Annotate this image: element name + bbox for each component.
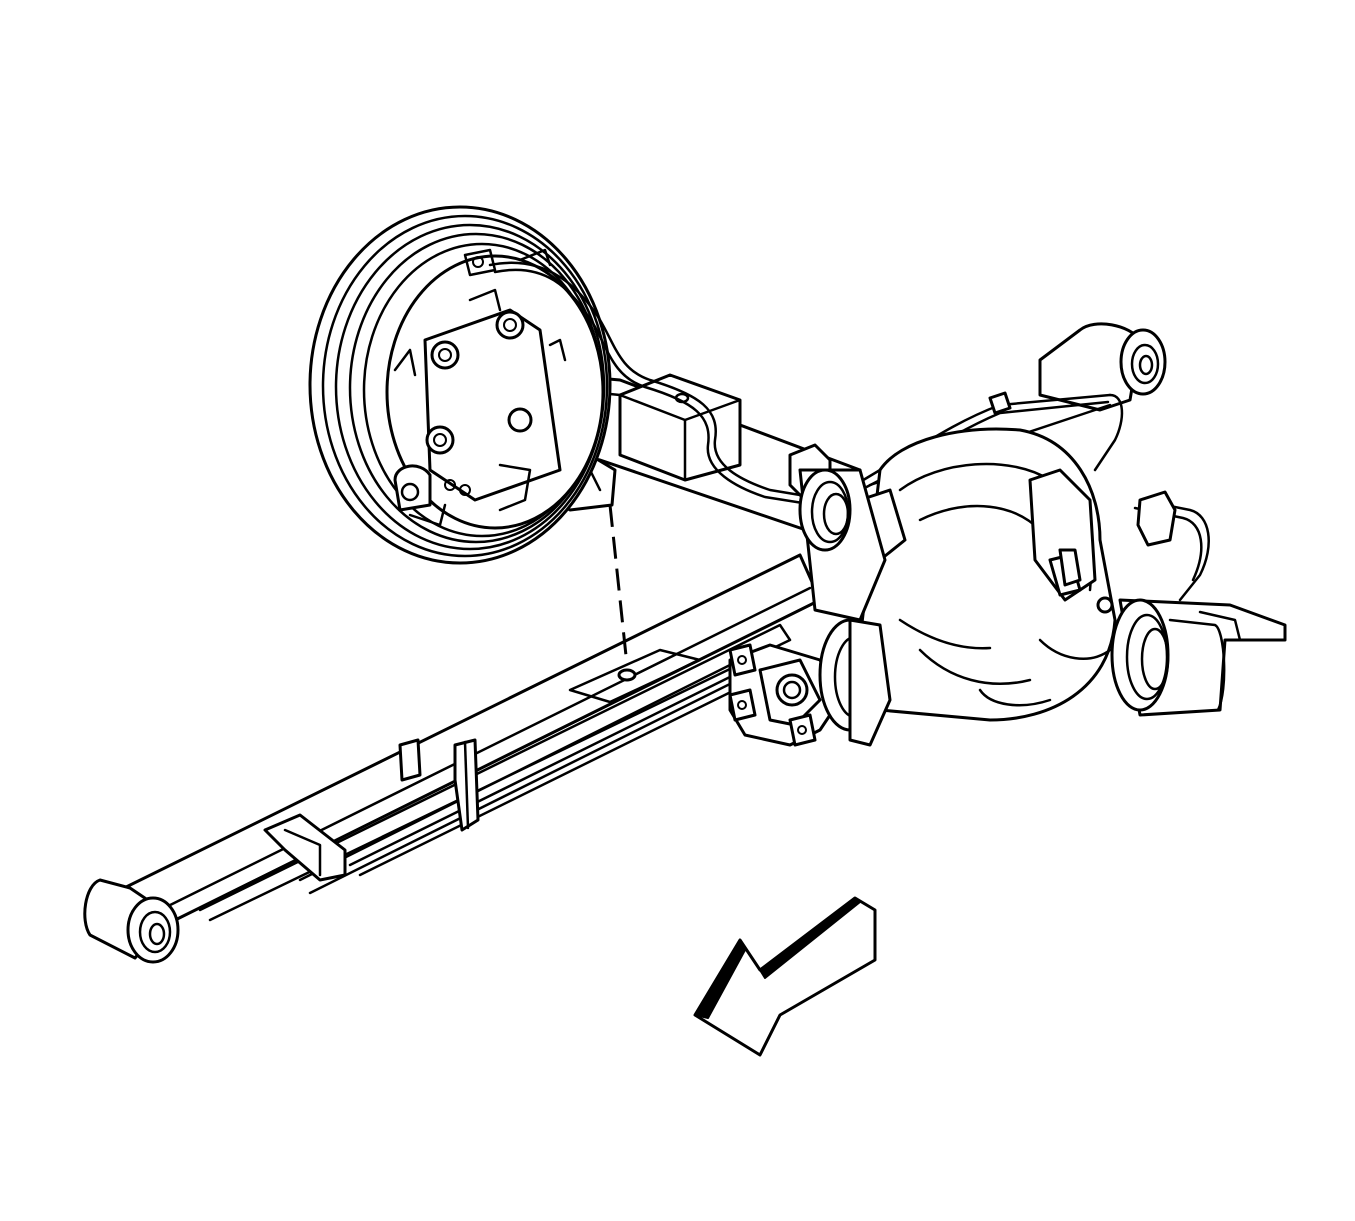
direction-arrow: [693, 896, 877, 1057]
leaf-spring: [118, 553, 822, 937]
right-axle-tube: [1110, 598, 1287, 717]
center-bolt-guide: [608, 504, 637, 682]
differential-housing: [798, 427, 1117, 722]
front-spring-eye: [83, 878, 180, 964]
backing-plate: [385, 248, 605, 530]
pinion-yoke: [728, 618, 892, 747]
